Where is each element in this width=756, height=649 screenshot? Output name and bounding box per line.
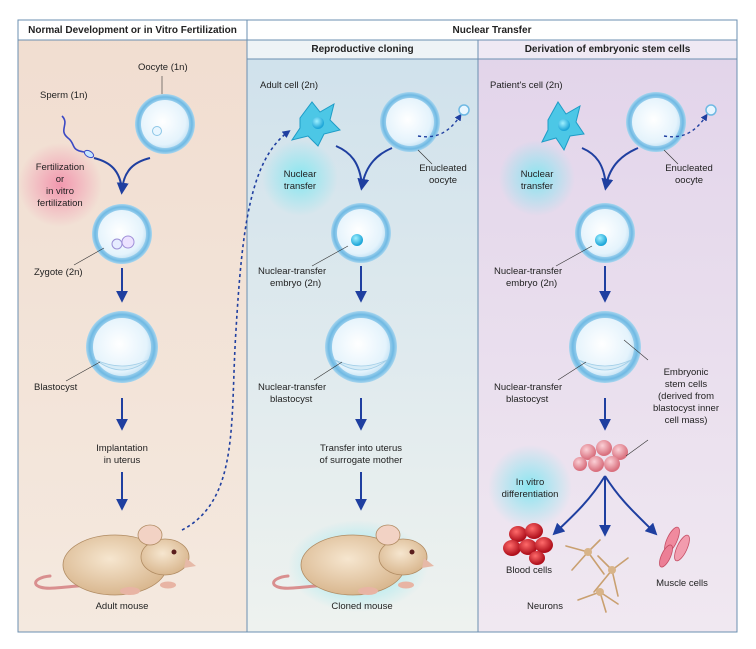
source-cell-dotted-arrow bbox=[181, 130, 291, 531]
label-cloned-mouse: Cloned mouse bbox=[331, 601, 393, 612]
zygote-cell bbox=[92, 204, 152, 264]
subheader-reproductive-cloning: Reproductive cloning bbox=[311, 44, 414, 55]
header-nuclear-transfer: Nuclear Transfer bbox=[452, 25, 532, 36]
label-nuclear-transfer-mid: Nuclear transfer bbox=[283, 169, 317, 192]
label-oocyte: Oocyte (1n) bbox=[138, 62, 188, 73]
enucleated-oocyte-cell-right bbox=[626, 92, 686, 152]
label-enucleated-mid: Enucleated oocyte bbox=[419, 163, 467, 186]
muscle-cells-icon bbox=[659, 526, 690, 568]
nuclear-transfer-glow-right bbox=[499, 140, 575, 216]
label-transfer-uterus: Transfer into uterus of surrogate mother bbox=[319, 443, 403, 466]
header-normal-development: Normal Development or in Vitro Fertiliza… bbox=[28, 25, 237, 36]
label-enucleated-right: Enucleated oocyte bbox=[665, 163, 713, 186]
label-embryonic-stem-cells: Embryonic stem cells (derived from blast… bbox=[652, 367, 719, 426]
nt-embryo-cell-mid bbox=[331, 203, 391, 263]
blood-cells-icon bbox=[503, 523, 553, 565]
in-vitro-glow bbox=[488, 445, 572, 529]
fertilization-glow bbox=[18, 143, 102, 227]
nt-blastocyst-cell-mid bbox=[325, 311, 397, 383]
sperm-icon bbox=[61, 115, 95, 159]
removed-nucleus-right bbox=[705, 104, 717, 116]
header-bar bbox=[18, 20, 737, 40]
label-adult-cell: Adult cell (2n) bbox=[260, 80, 319, 91]
label-blood-cells: Blood cells bbox=[506, 565, 552, 576]
stem-cells-cluster bbox=[573, 440, 628, 472]
label-neurons: Neurons bbox=[527, 601, 563, 612]
label-implantation: Implantation in uterus bbox=[96, 443, 148, 466]
label-nt-embryo-right: Nuclear-transfer embryo (2n) bbox=[494, 266, 563, 289]
cloned-mouse-icon bbox=[272, 524, 434, 596]
nuclear-transfer-glow-mid bbox=[262, 140, 338, 216]
label-sperm: Sperm (1n) bbox=[40, 90, 88, 101]
blastocyst-cell bbox=[86, 311, 158, 383]
label-adult-mouse: Adult mouse bbox=[95, 601, 149, 612]
patient-cell-icon bbox=[541, 101, 585, 152]
label-in-vitro-differentiation: In vitro differentiation bbox=[501, 477, 559, 500]
label-patient-cell: Patient's cell (2n) bbox=[490, 80, 563, 91]
enucleated-oocyte-cell-mid bbox=[380, 92, 440, 152]
label-nuclear-transfer-right: Nuclear transfer bbox=[520, 169, 554, 192]
removed-nucleus-mid bbox=[458, 104, 470, 116]
label-nt-embryo-mid: Nuclear-transfer embryo (2n) bbox=[258, 266, 327, 289]
neurons-icon bbox=[565, 539, 629, 613]
label-nt-blastocyst-right: Nuclear-transfer blastocyst bbox=[494, 382, 563, 405]
label-fertilization: Fertilization or in vitro fertilization bbox=[35, 162, 85, 209]
adult-cell-icon bbox=[290, 101, 341, 147]
label-nt-blastocyst-mid: Nuclear-transfer blastocyst bbox=[258, 382, 327, 405]
nt-blastocyst-cell-right bbox=[569, 311, 641, 383]
oocyte-cell bbox=[135, 94, 195, 154]
frame-border bbox=[17, 19, 738, 633]
subheader-stem-cells: Derivation of embryonic stem cells bbox=[524, 44, 691, 55]
label-blastocyst: Blastocyst bbox=[34, 382, 78, 393]
nt-embryo-cell-right bbox=[575, 203, 635, 263]
label-zygote: Zygote (2n) bbox=[34, 267, 83, 278]
adult-mouse-icon bbox=[34, 524, 196, 596]
label-muscle-cells: Muscle cells bbox=[656, 578, 708, 589]
